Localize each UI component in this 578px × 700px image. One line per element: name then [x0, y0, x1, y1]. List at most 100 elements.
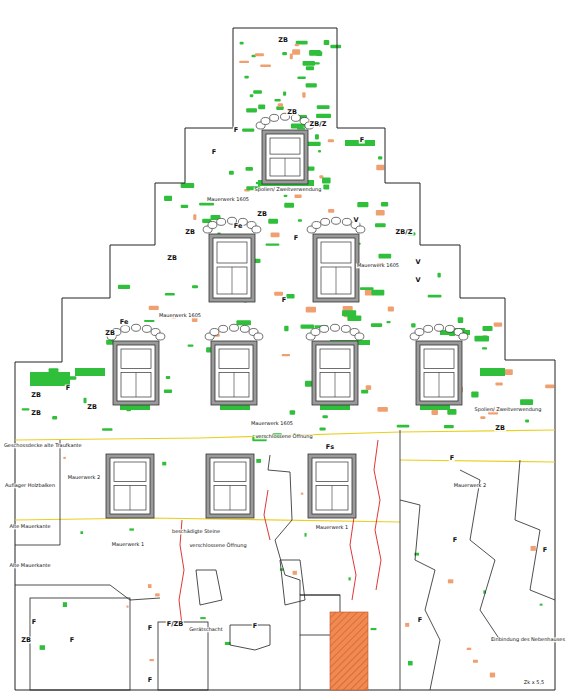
damage-patch	[149, 659, 153, 661]
window	[306, 324, 364, 405]
annotation-label: ZB	[277, 37, 289, 44]
damage-patch	[22, 408, 30, 410]
damage-patch	[75, 368, 105, 376]
window	[256, 113, 314, 184]
masonry-outlines	[15, 430, 555, 690]
damage-patch	[192, 285, 198, 288]
annotation-label: ZB	[20, 637, 32, 644]
annotation-label: Spolien/ Zweitverwendung	[474, 407, 543, 412]
window	[206, 454, 254, 518]
damage-patch	[482, 347, 487, 349]
annotation-label: F	[252, 623, 258, 630]
damage-patches	[22, 40, 555, 677]
window	[203, 217, 261, 302]
annotation-label: Mauerwerk 1605	[250, 421, 294, 426]
damage-patch	[376, 165, 384, 170]
damage-patch	[444, 425, 454, 428]
annotation-label: beschädigte Steine	[171, 529, 221, 534]
annotation-label: Gerätschacht	[188, 627, 224, 632]
damage-patch	[40, 645, 45, 650]
damage-patch	[342, 310, 356, 316]
annotation-label: Fe	[233, 223, 244, 230]
damage-patch	[316, 114, 331, 118]
damage-patch	[308, 62, 319, 64]
damage-patch	[294, 194, 301, 198]
damage-patch	[306, 142, 320, 146]
damaged-area	[330, 612, 368, 690]
damage-patch	[283, 91, 286, 95]
annotation-label: Einbindung des Nebenhauses	[490, 637, 566, 642]
damage-patch	[256, 459, 261, 463]
damage-patch	[244, 76, 248, 79]
damage-patch	[411, 323, 415, 327]
damage-patch	[290, 410, 296, 414]
damage-patch	[386, 321, 390, 323]
annotation-label: Fs	[325, 444, 335, 451]
annotation-label: V	[414, 277, 421, 284]
damage-patch	[229, 171, 234, 175]
damage-patch	[278, 103, 283, 107]
damage-patch	[366, 385, 371, 390]
damage-patch	[322, 178, 331, 184]
damage-patch	[371, 323, 382, 327]
damage-patch	[298, 219, 302, 222]
annotation-label: F	[452, 537, 458, 544]
annotation-label: F	[359, 137, 365, 144]
annotation-label: ZB	[286, 109, 298, 116]
annotation-label: Auflager Holzbalken	[4, 483, 56, 488]
annotation-label: F	[449, 455, 455, 462]
floor-lines	[15, 430, 555, 522]
damage-patch	[282, 354, 290, 356]
damage-patch	[473, 660, 478, 663]
annotation-label: ZB	[166, 255, 178, 262]
damage-patch	[365, 290, 373, 296]
damage-patch	[408, 661, 413, 666]
annotation-label: Mauerwerk 2	[67, 475, 102, 480]
damage-patch	[286, 294, 294, 298]
annotation-label: F	[233, 127, 239, 134]
annotation-label: ZB	[184, 229, 196, 236]
annotation-label: Mauerwerk 1605	[158, 313, 202, 318]
damage-patch	[199, 203, 214, 206]
damage-patch	[102, 428, 113, 431]
damage-patch	[52, 416, 57, 419]
damage-patch	[271, 232, 280, 237]
damage-patch	[420, 405, 450, 410]
damage-patch	[193, 214, 196, 220]
damage-patch	[164, 389, 172, 393]
damage-patch	[495, 382, 502, 385]
damage-patch	[431, 410, 437, 415]
damage-patch	[293, 571, 297, 575]
annotation-label: F	[417, 617, 423, 624]
damage-patch	[319, 427, 325, 430]
annotation-label: F	[31, 619, 37, 626]
damage-patch	[480, 416, 485, 419]
damage-patch	[504, 369, 512, 375]
damage-patch	[306, 66, 314, 70]
damage-patch	[376, 210, 385, 216]
damage-patch	[301, 493, 303, 495]
damage-patch	[381, 202, 388, 206]
window	[106, 454, 154, 518]
damage-patch	[324, 40, 330, 45]
damage-patch	[520, 399, 533, 405]
annotation-label: V	[352, 217, 359, 224]
damage-patch	[467, 648, 471, 650]
annotation-label: ZB	[86, 404, 98, 411]
damage-patch	[525, 419, 529, 422]
windows	[106, 113, 468, 518]
annotation-label: Mauerwerk 1605	[356, 263, 400, 268]
annotation-label: Mauerwerk 2	[453, 483, 488, 488]
damage-patch	[80, 531, 83, 534]
damage-patch	[236, 320, 251, 325]
annotation-label: Mauerwerk 1605	[206, 197, 250, 202]
annotation-label: F	[65, 385, 71, 392]
damage-patch	[348, 577, 350, 580]
annotation-label: V	[414, 259, 421, 266]
damage-patch	[545, 385, 554, 389]
annotation-label: verschlossene Öffnung	[254, 434, 313, 439]
damage-patch	[360, 287, 374, 290]
damage-patch	[162, 462, 166, 466]
